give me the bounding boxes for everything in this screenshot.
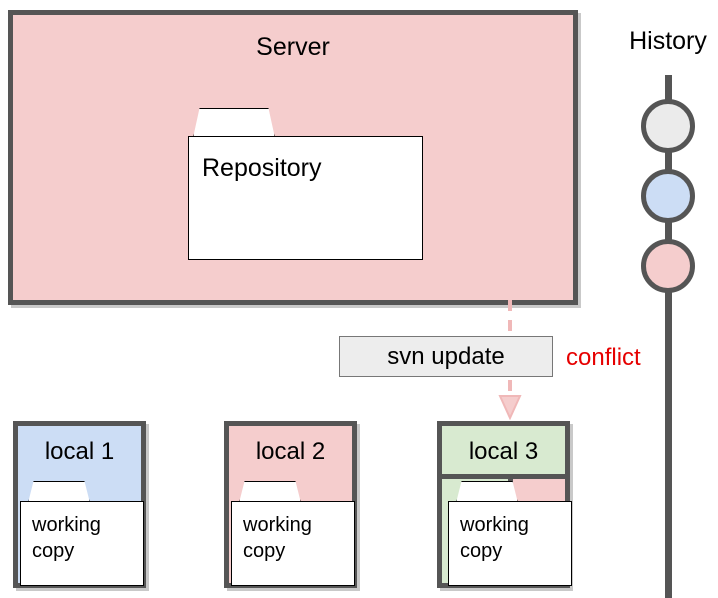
local-1-title: local 1 bbox=[44, 438, 115, 465]
svn-update-command-box[interactable]: svn update bbox=[339, 336, 553, 377]
repository-folder-body bbox=[188, 136, 423, 260]
conflict-status-label: conflict bbox=[566, 344, 641, 371]
history-timeline-line bbox=[665, 75, 672, 598]
local-3-title-band bbox=[442, 426, 565, 474]
history-title: History bbox=[629, 27, 707, 55]
server-container: Server Repository bbox=[8, 10, 578, 305]
repository-folder-icon: Repository bbox=[188, 108, 423, 260]
svn-update-arrow bbox=[498, 300, 522, 420]
working-copy-folder-icon-2: working copy bbox=[231, 481, 355, 586]
local-2-title: local 2 bbox=[255, 438, 326, 465]
history-node-revision-1 bbox=[641, 99, 695, 153]
local-3-title: local 3 bbox=[468, 438, 539, 465]
working-copy-folder-body-3 bbox=[448, 501, 572, 586]
working-copy-folder-tab-3 bbox=[456, 481, 518, 503]
working-copy-folder-body-2 bbox=[231, 501, 355, 586]
working-copy-label-1: working copy bbox=[32, 514, 101, 562]
working-copy-folder-icon-3: working copy bbox=[448, 481, 572, 586]
working-copy-label-2: working copy bbox=[243, 514, 312, 562]
local-3-header-rule bbox=[442, 474, 565, 479]
repository-folder-tab bbox=[193, 108, 275, 138]
working-copy-folder-icon-1: working copy bbox=[20, 481, 144, 586]
working-copy-folder-body-1 bbox=[20, 501, 144, 586]
working-copy-folder-tab-1 bbox=[28, 481, 90, 503]
working-copy-folder-tab-2 bbox=[239, 481, 301, 503]
history-node-revision-2 bbox=[641, 169, 695, 223]
server-title: Server bbox=[256, 33, 330, 61]
working-copy-label-3: working copy bbox=[460, 514, 529, 562]
repository-label: Repository bbox=[202, 154, 322, 182]
history-node-revision-3 bbox=[641, 239, 695, 293]
